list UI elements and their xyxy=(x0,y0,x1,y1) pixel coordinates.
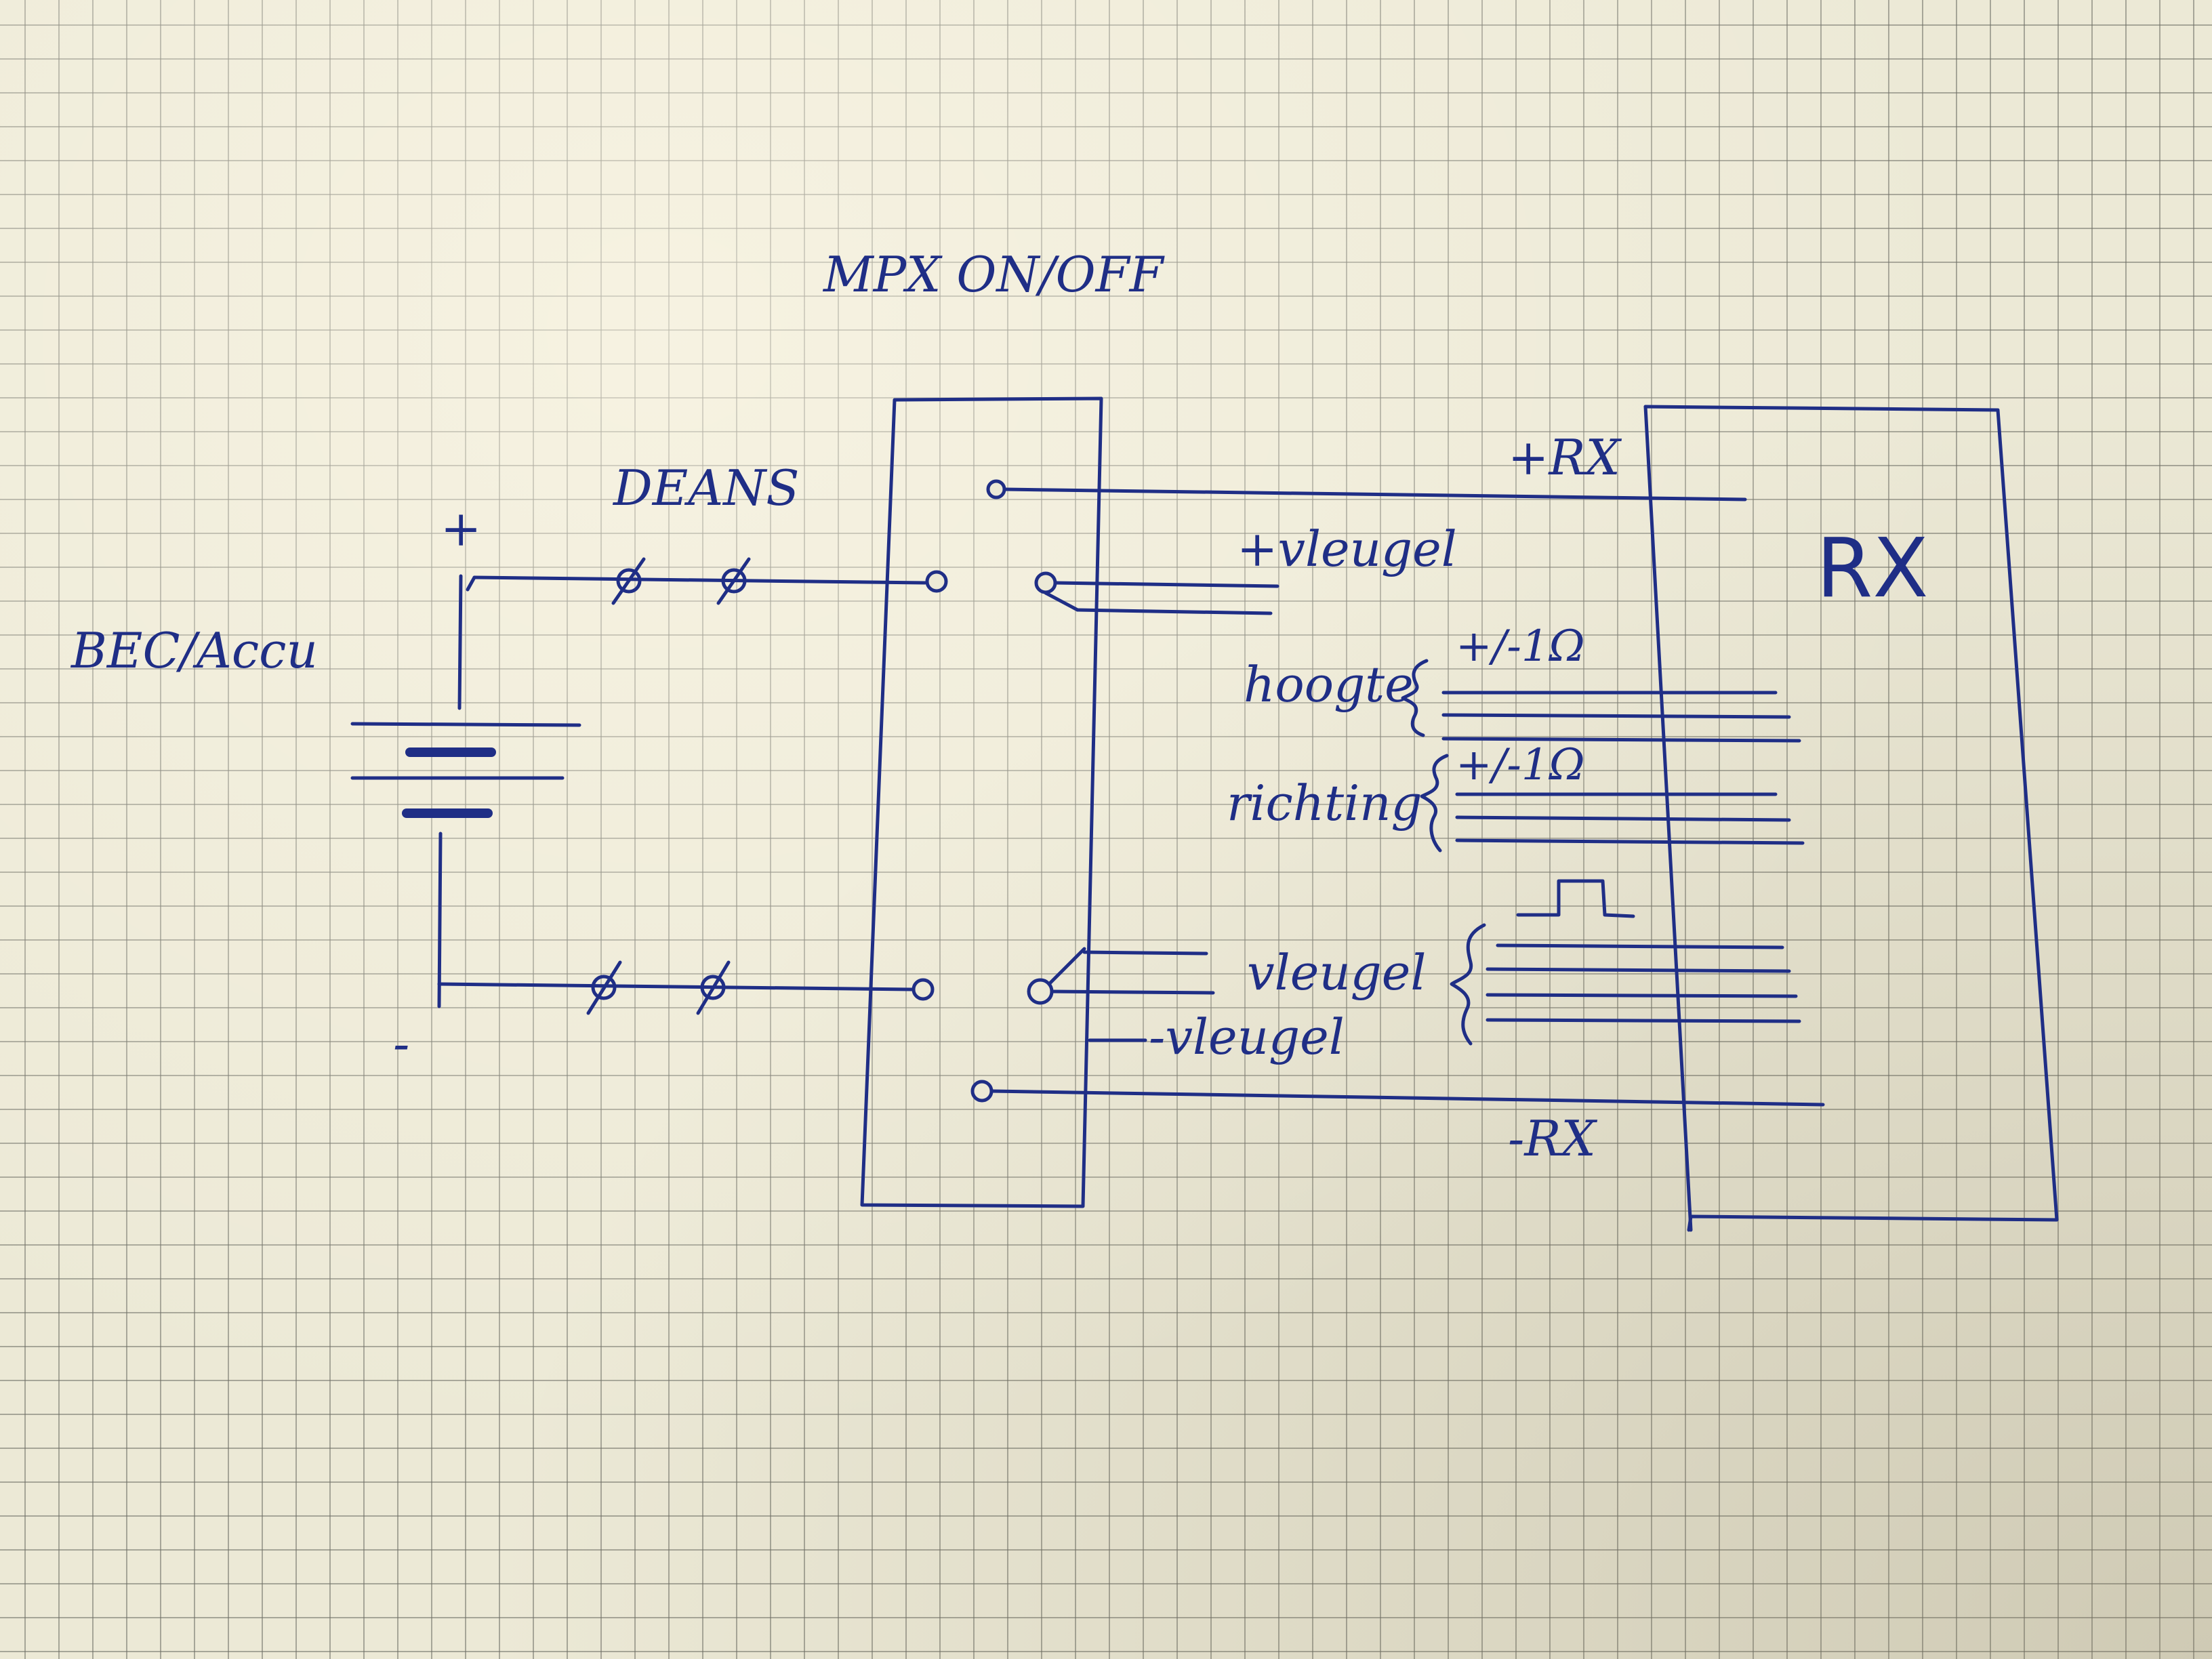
battery-plate-long-1 xyxy=(350,722,581,727)
deans-pin-plus-1 xyxy=(616,568,642,594)
pulse-signal-icon xyxy=(1516,879,1635,918)
positive-wire xyxy=(466,557,927,605)
negative-wire xyxy=(437,960,914,1015)
deans-mark-plus-1 xyxy=(611,557,646,605)
receiver-label: RX xyxy=(1816,522,1929,616)
brace-height xyxy=(1401,659,1429,737)
label-rx-minus: -RX xyxy=(1508,1110,1598,1167)
servo-lines-height xyxy=(1441,691,1801,743)
switch-terminal-in-plus xyxy=(925,570,948,593)
deans-pin-minus-1 xyxy=(591,975,617,1000)
switch-terminal-rx-plus xyxy=(986,479,1006,499)
label-wing-plus: +vleugel xyxy=(1237,520,1457,577)
receiver-box xyxy=(1643,405,2059,1232)
battery-plus-sign: + xyxy=(441,500,481,557)
deans-pin-plus-2 xyxy=(721,568,747,594)
label-resistance-height: +/-1Ω xyxy=(1456,621,1585,672)
switch-terminal-rx-minus xyxy=(970,1080,994,1103)
deans-pin-minus-2 xyxy=(700,975,726,1000)
battery-minus-sign: - xyxy=(393,1015,409,1072)
switch-box xyxy=(860,396,1103,1208)
battery-label: BEC/Accu xyxy=(70,622,318,679)
label-direction: richting xyxy=(1227,775,1422,832)
servo-lines-wing xyxy=(1486,943,1801,1023)
switch-terminal-in-minus xyxy=(912,978,935,1001)
diagram-title: MPX ON/OFF xyxy=(822,246,1166,303)
battery-top-lead xyxy=(457,574,463,710)
servo-lines-direction xyxy=(1455,792,1805,845)
deans-mark-minus-1 xyxy=(586,960,622,1015)
brace-wing xyxy=(1450,923,1486,1046)
deans-mark-minus-2 xyxy=(696,960,731,1015)
label-height: hoogte xyxy=(1244,656,1414,713)
connector-label: DEANS xyxy=(612,459,800,516)
brace-direction xyxy=(1420,754,1449,853)
battery-bottom-lead xyxy=(437,832,443,1008)
battery-symbol xyxy=(350,574,581,1008)
switch-terminal-out-plus xyxy=(1034,571,1057,594)
deans-mark-plus-2 xyxy=(716,557,751,605)
label-wing: vleugel xyxy=(1247,944,1426,1001)
label-resistance-direction: +/-1Ω xyxy=(1456,740,1585,790)
label-wing-minus: -vleugel xyxy=(1149,1008,1345,1065)
label-rx-plus: +RX xyxy=(1508,429,1622,486)
